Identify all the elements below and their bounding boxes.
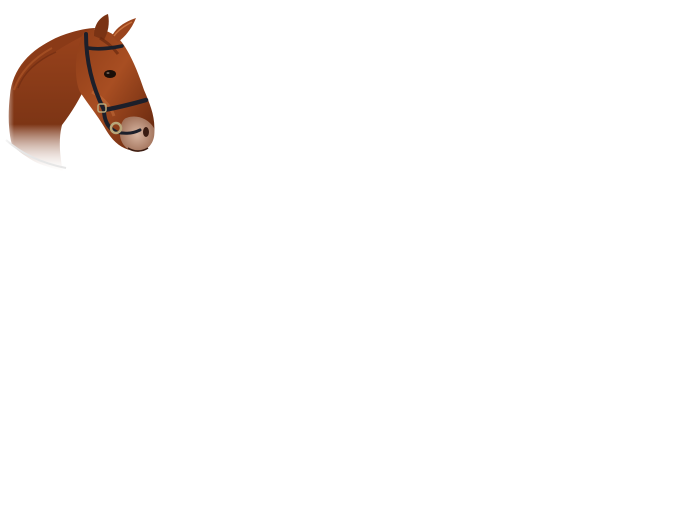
horse-photo: [0, 0, 170, 200]
horse-muzzle: [120, 116, 155, 152]
horse-head-icon: [0, 14, 155, 200]
horse-ear-left: [94, 14, 109, 40]
bridle-buckle: [109, 121, 123, 135]
horse-ear-right: [112, 18, 136, 42]
horse-eye: [104, 70, 116, 78]
horse-mane: [12, 28, 96, 92]
